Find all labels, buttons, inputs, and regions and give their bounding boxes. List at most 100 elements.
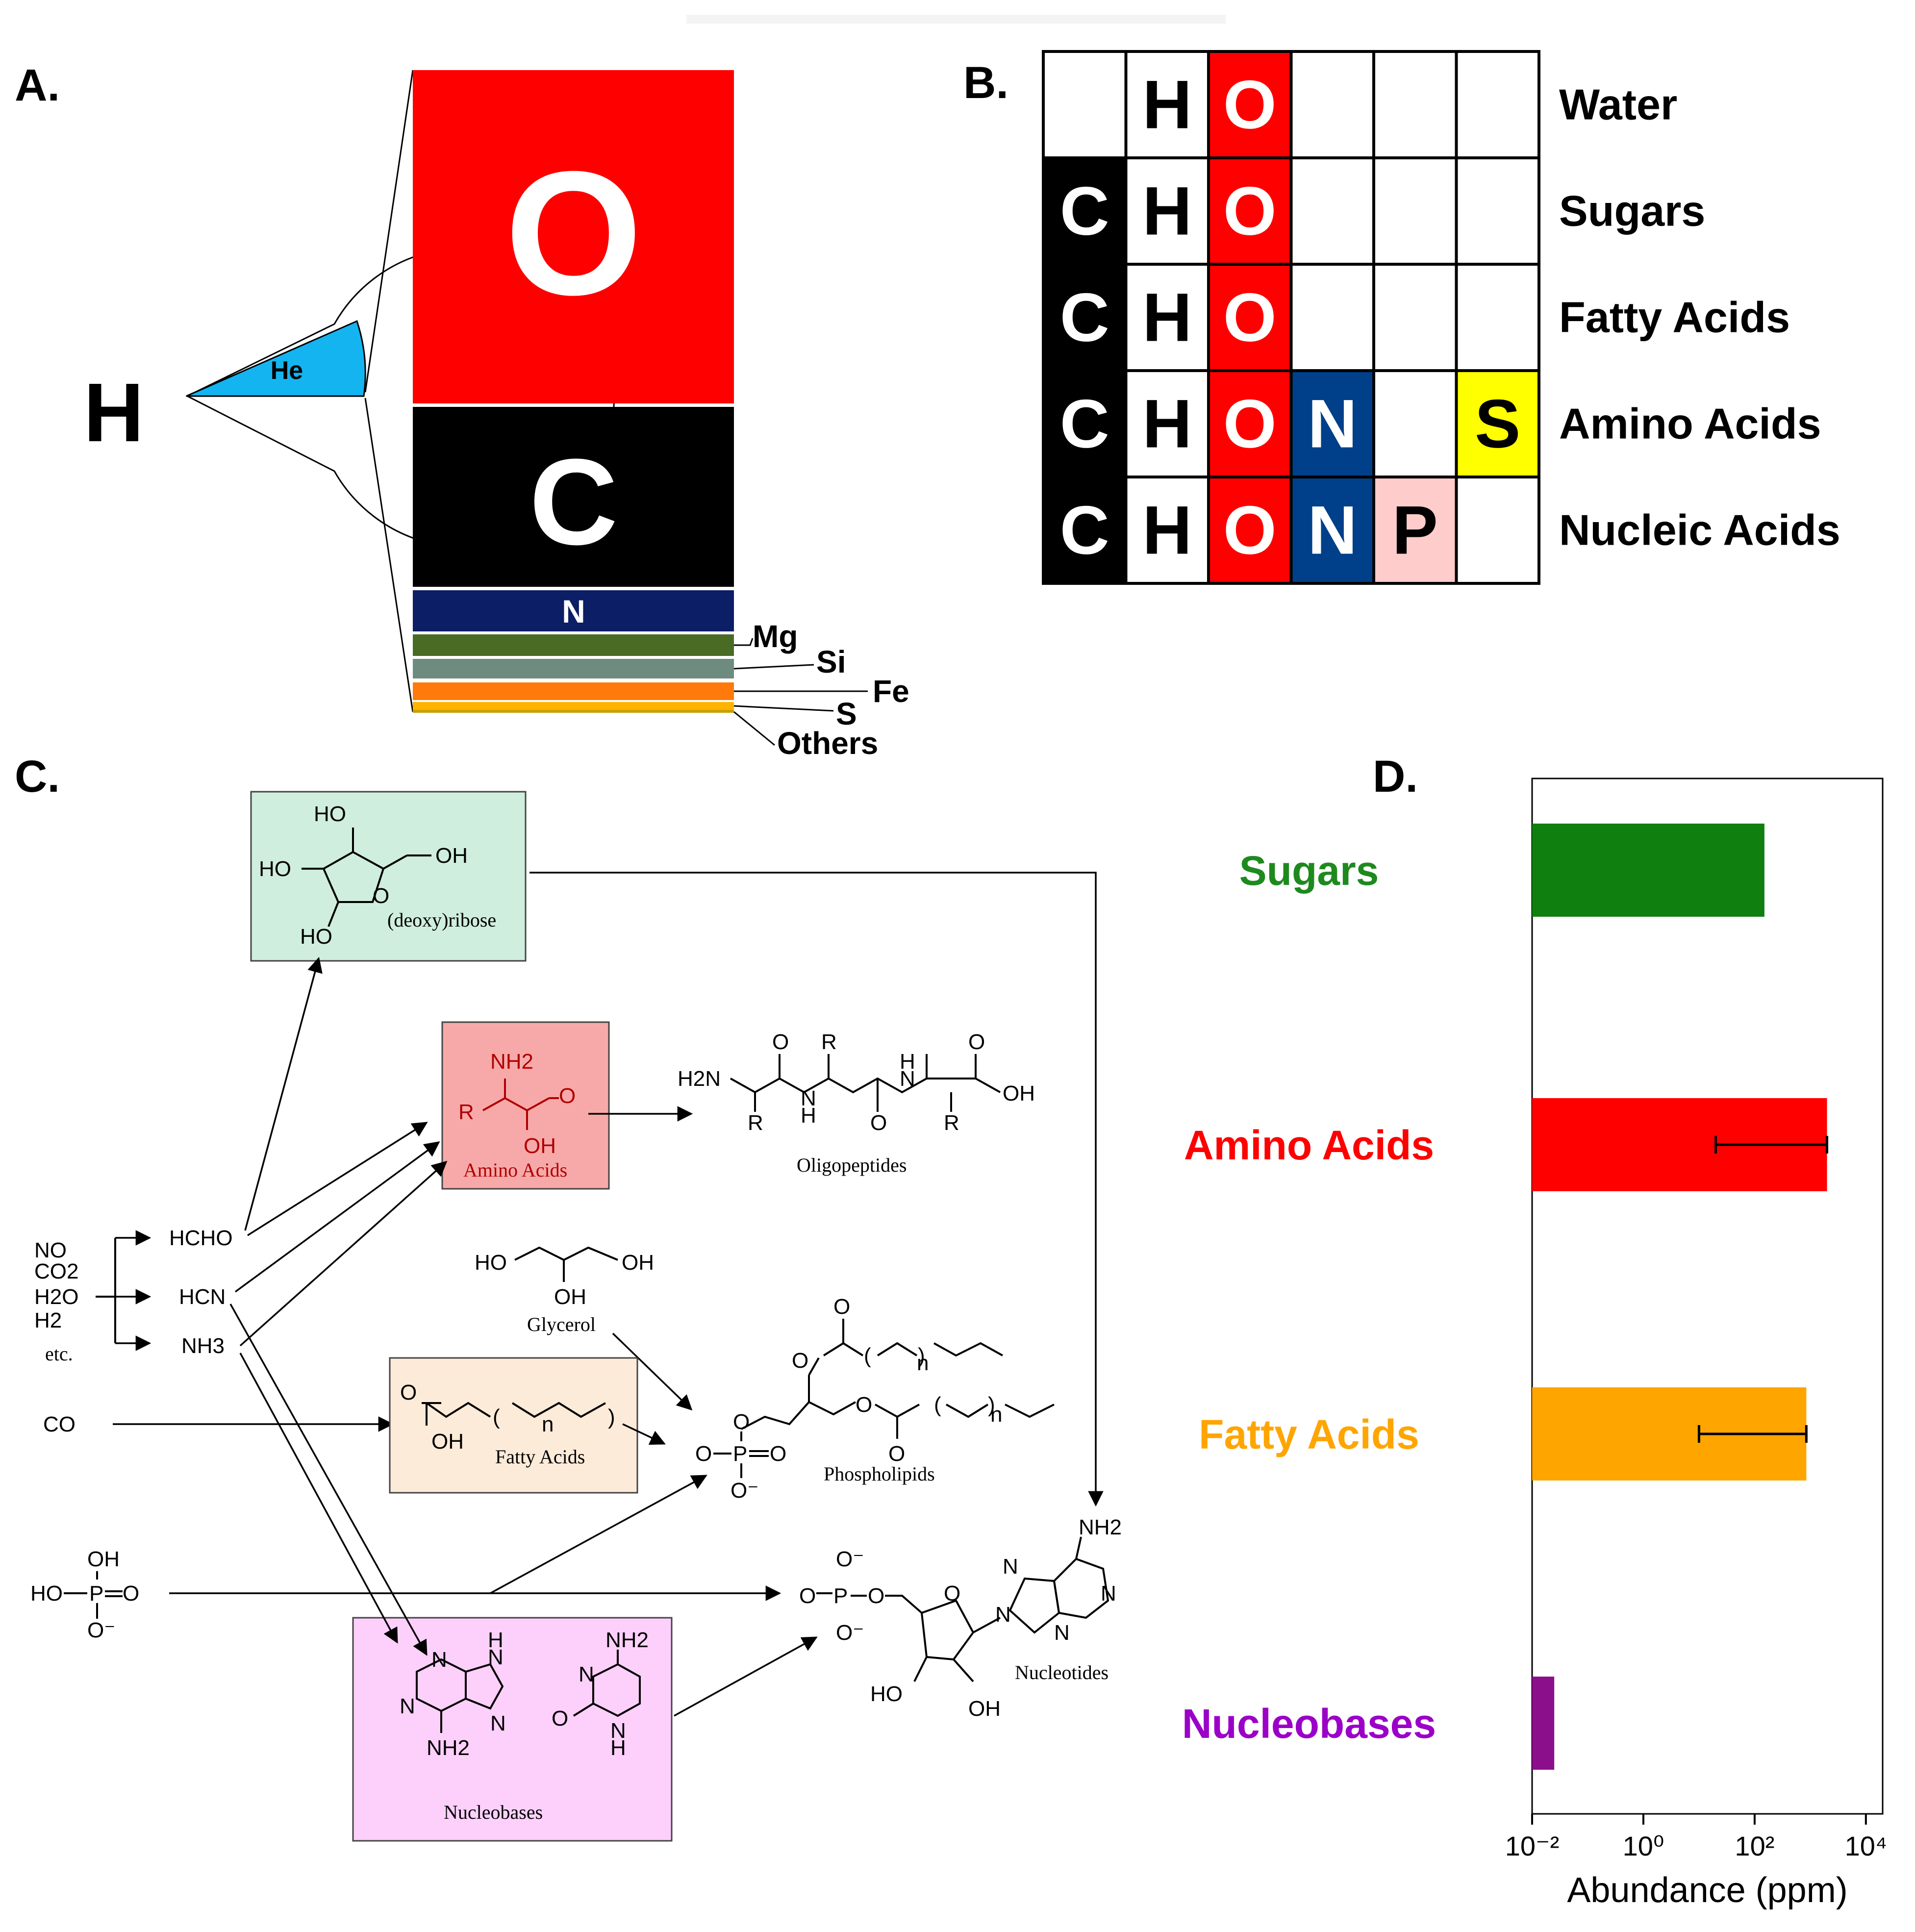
stack-si	[413, 659, 734, 678]
leader-mg	[734, 638, 754, 646]
adenine-h: H	[488, 1628, 504, 1652]
nt-ring-o: O	[944, 1581, 960, 1606]
box-deoxyribose	[250, 791, 527, 962]
nt-o-minus-top: O⁻	[836, 1547, 864, 1571]
oligopeptide-structure: H2N O R N H R O H N R O OH Oligopeptides	[678, 1030, 1035, 1176]
source-h2: H2	[34, 1308, 62, 1332]
table-cell-element: P	[1392, 492, 1438, 569]
ribose-structure: HO HO HO OH O (deoxy)ribose	[259, 802, 496, 949]
table-cell-element: H	[1142, 279, 1192, 356]
pl-o-carbonyl1: O	[833, 1295, 850, 1319]
helium-slice	[186, 320, 366, 397]
table-row-label: Fatty Acids	[1559, 293, 1790, 342]
glycerol-oh-right: OH	[622, 1251, 654, 1275]
table-cell	[1124, 476, 1210, 585]
arrow-phosphate-to-phospholipids	[490, 1475, 707, 1594]
box-fatty-acids-label: Fatty Acids	[495, 1446, 585, 1468]
adenine-n3: N	[400, 1694, 415, 1718]
source-no: NO	[34, 1238, 67, 1262]
ribose-ho-left: HO	[259, 857, 291, 881]
helium-label: He	[271, 356, 303, 385]
table-cell	[1455, 263, 1540, 372]
source-etc: etc.	[45, 1343, 73, 1365]
table-cell-element: C	[1060, 173, 1109, 250]
phospholipids-label: Phospholipids	[824, 1463, 935, 1485]
table-cell-element: H	[1142, 66, 1192, 143]
bar-sugars	[1532, 824, 1764, 917]
table-cell-element: C	[1060, 279, 1109, 356]
peptide-r3: R	[944, 1111, 959, 1135]
category-label: Sugars	[1239, 848, 1379, 894]
fatty-paren-open: (	[493, 1405, 500, 1429]
table-cell-element: H	[1142, 492, 1192, 569]
nt-n3: N	[1054, 1621, 1070, 1645]
box-fatty-acids	[389, 1357, 638, 1494]
arrow-hcho-to-amino	[247, 1122, 428, 1236]
amino-acid-structure: NH2 R O OH Amino Acids	[458, 1050, 576, 1181]
stack-o-label: O	[505, 135, 642, 332]
adenine-nh-n: N	[488, 1645, 504, 1669]
bar-nucleobases	[1532, 1677, 1555, 1770]
nt-n9: N	[995, 1603, 1011, 1627]
table-row-label: Sugars	[1559, 187, 1705, 235]
table-cell	[1455, 156, 1540, 266]
table-cell	[1042, 476, 1128, 585]
x-tick-label: 10⁰	[1623, 1831, 1664, 1861]
nt-nh2: NH2	[1079, 1515, 1122, 1539]
stack-others-label: Others	[777, 726, 878, 761]
category-label: Nucleobases	[1182, 1701, 1436, 1747]
cytosine-n3: N	[579, 1662, 594, 1686]
peptide-h1: H	[801, 1104, 816, 1128]
fatty-n: n	[542, 1412, 554, 1436]
table-cell	[1455, 50, 1540, 159]
cytosine-nh2: NH2	[605, 1628, 649, 1652]
stack-n	[413, 590, 734, 631]
panel-label-a: A.	[15, 60, 60, 110]
glycerol-structure: HO OH OH Glycerol	[475, 1246, 654, 1335]
top-shadow	[686, 15, 1226, 24]
peptide-oh: OH	[1003, 1081, 1035, 1105]
cytosine-n1: N	[610, 1719, 626, 1743]
pl-paren2-open: (	[934, 1393, 941, 1417]
phosphoric-acid: OH HO P O O⁻	[30, 1547, 139, 1642]
stack-others	[413, 710, 734, 713]
stack-s	[413, 702, 734, 710]
stack-s-label: S	[836, 696, 857, 731]
pl-n2: n	[990, 1403, 1002, 1427]
pl-o-left: O	[695, 1442, 712, 1466]
panel-label-c: C.	[15, 752, 60, 802]
pl-o-ester1: O	[792, 1349, 808, 1373]
leader-s	[733, 705, 834, 712]
table-cell-element: O	[1223, 173, 1277, 250]
table-cell	[1207, 50, 1293, 159]
amino-nh2: NH2	[490, 1050, 533, 1074]
fatty-paren-close: )	[608, 1405, 615, 1429]
table-cell	[1289, 156, 1375, 266]
box-deoxyribose-label: (deoxy)ribose	[387, 909, 496, 931]
table-cell	[1455, 369, 1540, 478]
table-cell	[1042, 50, 1128, 159]
pl-o-top: O	[733, 1410, 750, 1434]
table-cell	[1124, 156, 1210, 266]
stack-o	[413, 70, 734, 403]
stack-n-label: N	[562, 593, 585, 629]
phosphate-ho: HO	[30, 1581, 63, 1606]
peptide-o1: O	[772, 1030, 789, 1054]
table-cell-element: H	[1142, 385, 1192, 462]
table-cell	[1372, 369, 1458, 478]
nt-o-minus-bottom: O⁻	[836, 1621, 864, 1645]
arrow-nucleobases-to-nucleotides	[674, 1636, 818, 1717]
glycerol-oh-bottom: OH	[554, 1285, 586, 1309]
stack-c-label: C	[529, 433, 618, 570]
table-cell-element: N	[1308, 385, 1357, 462]
nt-n7: N	[1003, 1555, 1018, 1579]
phospholipid-structure: O P O O O⁻ O O ( ) n O O (	[695, 1295, 1055, 1503]
glycerol-ho: HO	[475, 1251, 507, 1275]
connector-bottom	[364, 398, 414, 712]
table-cell-element: C	[1060, 385, 1109, 462]
peptide-r1: R	[748, 1111, 763, 1135]
peptide-n2: N	[900, 1067, 915, 1091]
oligopeptides-label: Oligopeptides	[797, 1154, 907, 1176]
stack-c	[413, 407, 734, 587]
